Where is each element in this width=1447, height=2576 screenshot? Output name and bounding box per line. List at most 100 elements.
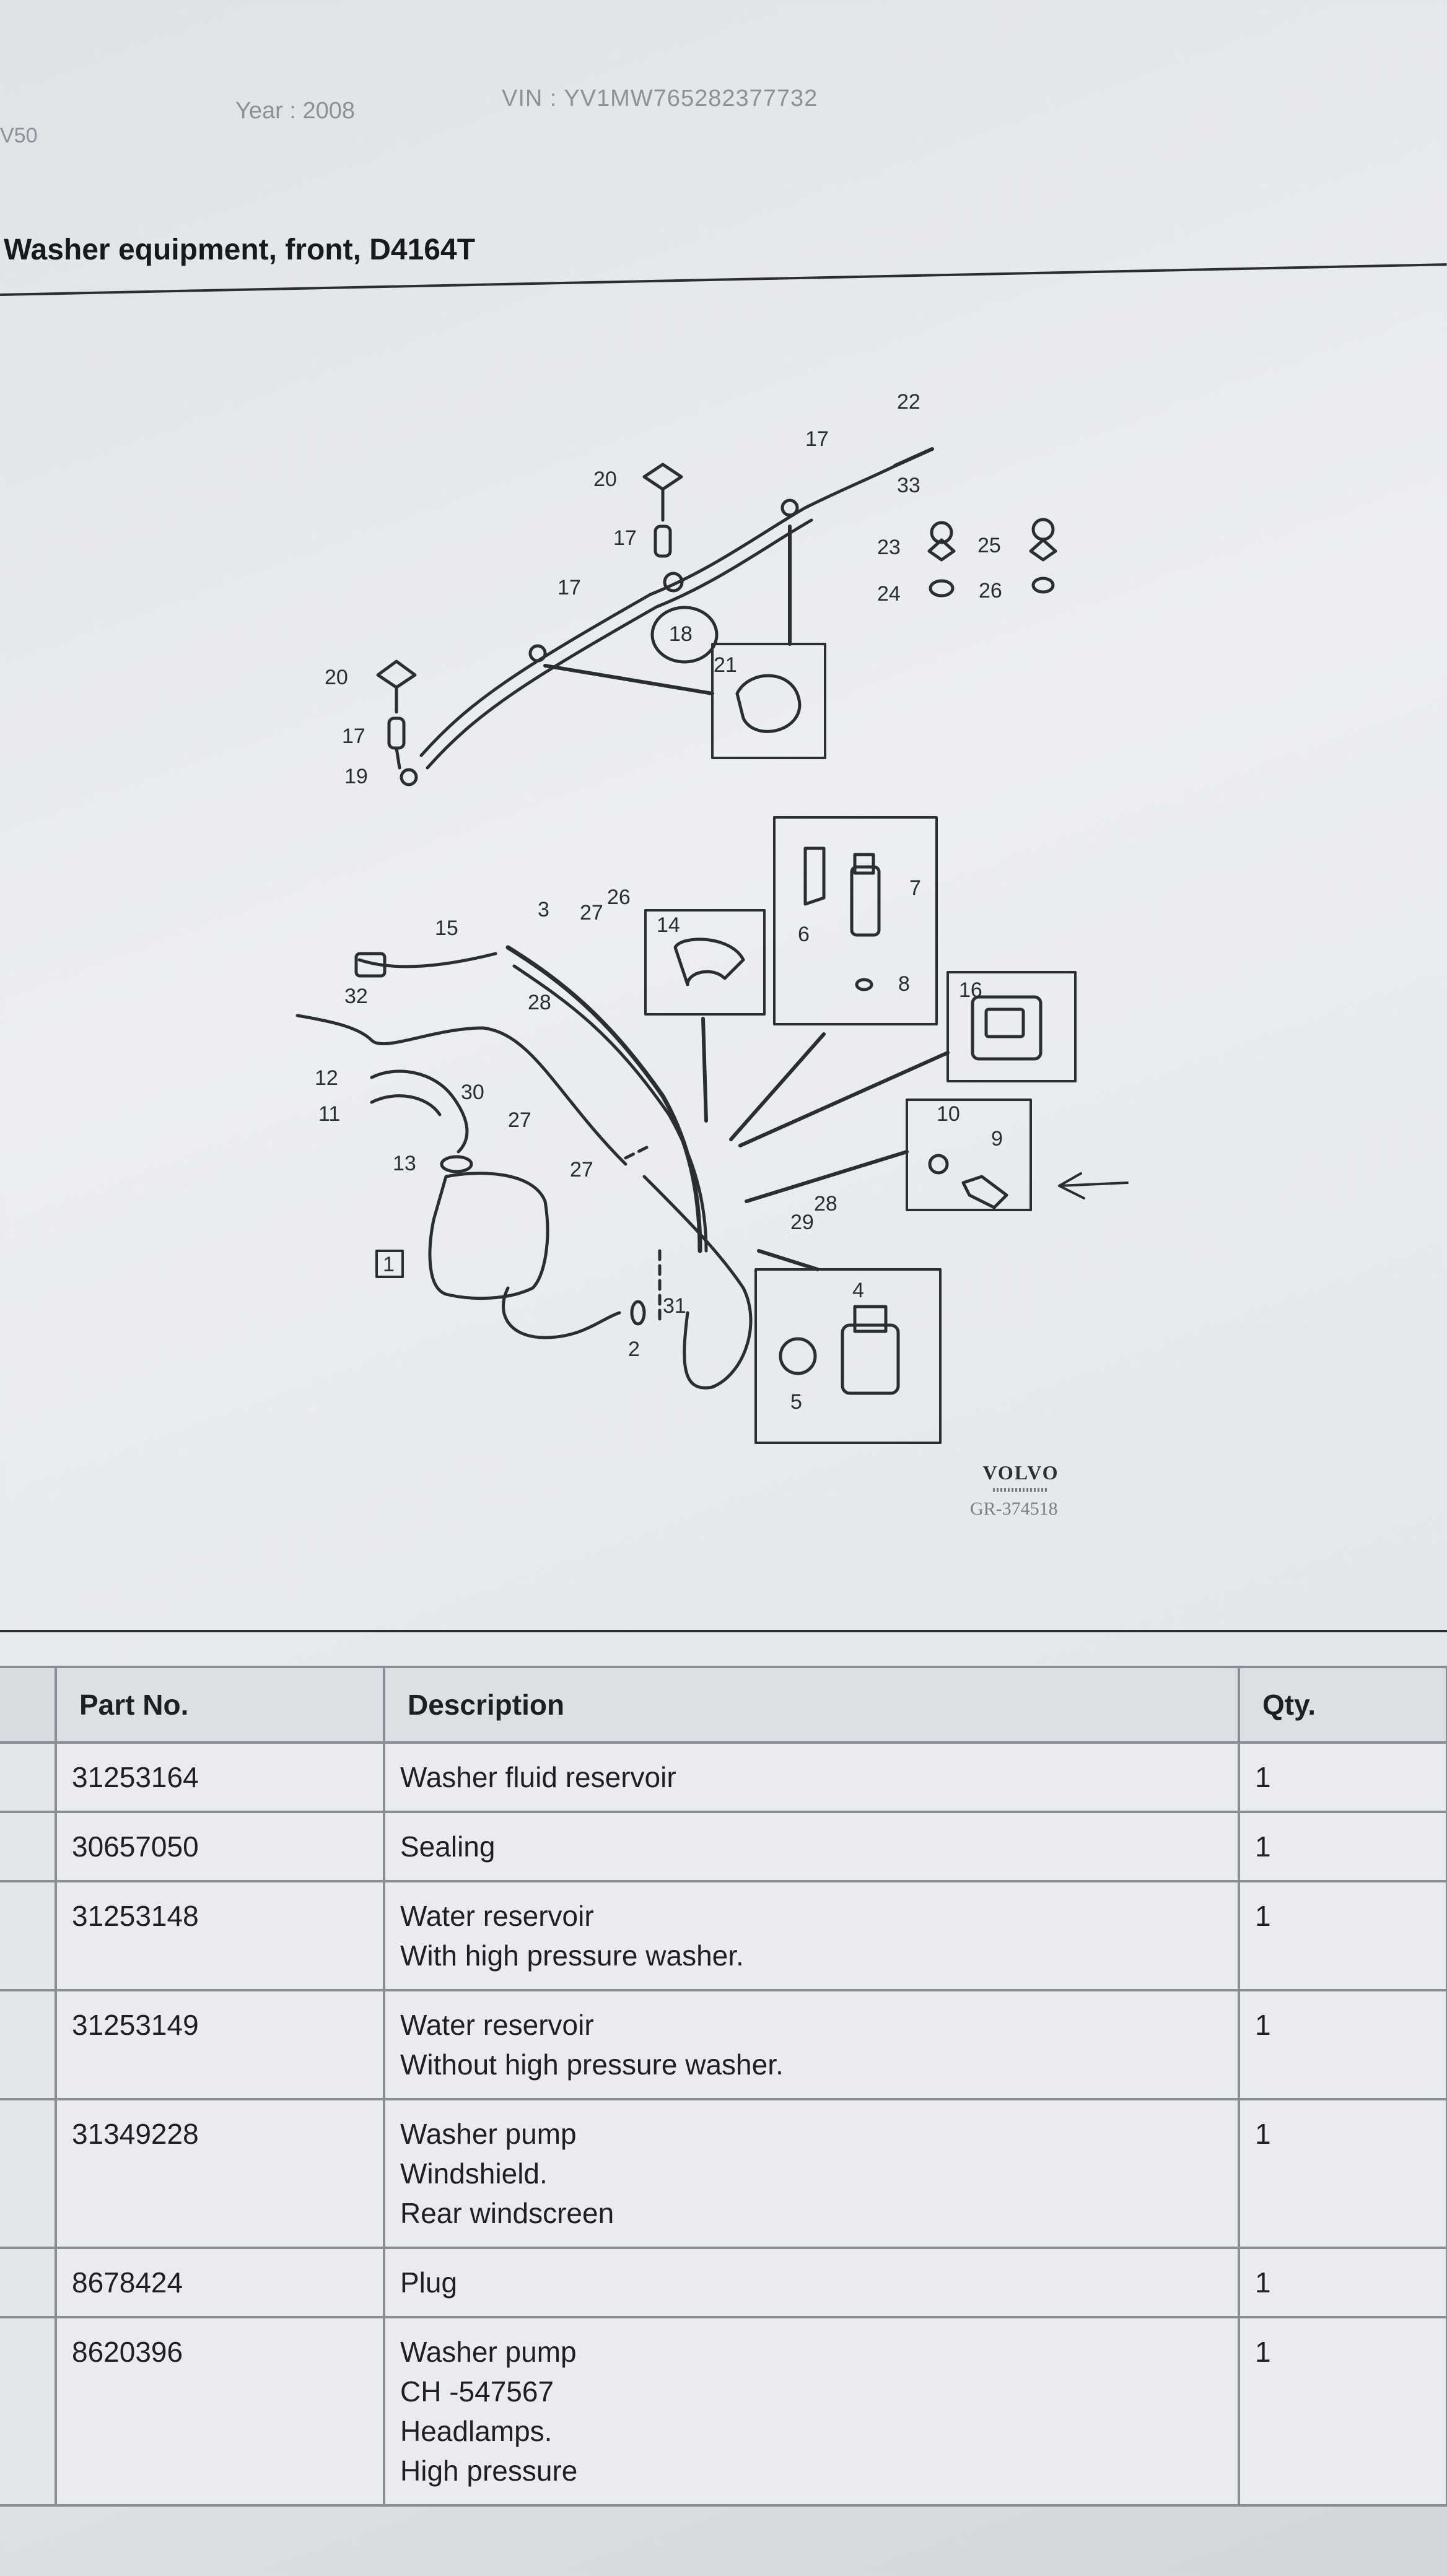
- diagram-label: 6: [798, 923, 810, 946]
- diagram-label: 20: [593, 468, 617, 491]
- header-description: Description: [383, 1666, 1240, 1744]
- diagram-label: 32: [344, 985, 368, 1008]
- diagram-label: 21: [714, 653, 737, 677]
- description-line: Washer fluid reservoir: [400, 1761, 676, 1793]
- description-line: Water reservoir: [400, 2009, 594, 2041]
- description-line: Headlamps.: [400, 2415, 553, 2447]
- quantity-cell: 1: [1238, 1811, 1447, 1882]
- diagram-label: 14: [657, 913, 680, 937]
- diagram-label: 23: [877, 536, 901, 559]
- diagram-label: 11: [318, 1102, 340, 1126]
- diagram-label: 1: [383, 1253, 395, 1276]
- diagram-label: 20: [325, 666, 348, 689]
- model-label: V50: [0, 124, 38, 147]
- description-line: Windshield.: [400, 2157, 548, 2190]
- row-spacer: [0, 1741, 57, 1813]
- description-line: Washer pump: [400, 2336, 577, 2368]
- washer-reservoir: [428, 1172, 549, 1300]
- logo-subline: [993, 1488, 1049, 1492]
- part-number-cell: 30657050: [55, 1811, 385, 1882]
- part-number-cell: 8678424: [55, 2247, 385, 2318]
- diagram-label: 27: [570, 1158, 593, 1181]
- diagram-label: 27: [580, 901, 603, 925]
- description-cell: Sealing: [383, 1811, 1240, 1882]
- quantity-cell: 1: [1238, 2098, 1447, 2249]
- diagram-label: 9: [991, 1127, 1003, 1151]
- diagram-label: 29: [790, 1211, 814, 1234]
- diagram-label: 24: [877, 582, 901, 606]
- table-row: 31253164 Washer fluid reservoir 1: [0, 1741, 1447, 1813]
- reservoir-tube: [505, 945, 702, 1253]
- part-number-cell: 31253164: [55, 1741, 385, 1813]
- diagram-label: 13: [393, 1152, 416, 1175]
- quantity-cell: 1: [1238, 2247, 1447, 2318]
- description-cell: Washer fluid reservoir: [383, 1741, 1240, 1813]
- diagram-label: 26: [607, 886, 631, 909]
- diagram-label: 10: [937, 1102, 960, 1126]
- description-line: Without high pressure washer.: [400, 2048, 784, 2081]
- washer-nozzle-right: [642, 463, 683, 491]
- part-number-cell: 31349228: [55, 2098, 385, 2249]
- diagram-label: 17: [613, 526, 637, 550]
- diagram-label: 15: [435, 916, 458, 940]
- diagram-label: 26: [979, 579, 1002, 603]
- description-line: High pressure: [400, 2455, 578, 2487]
- diagram-label: 27: [508, 1108, 531, 1132]
- diagram-label: 16: [959, 978, 982, 1002]
- diagram-label: 28: [814, 1192, 837, 1216]
- washer-hose-upper: [419, 463, 900, 757]
- exploded-parts-diagram: 1 2 3 4 5 6 7 8 9 10 11 12 13 14 15 16 1…: [295, 390, 1129, 1444]
- description-line: Washer pump: [400, 2118, 577, 2150]
- diagram-label: 33: [897, 474, 920, 497]
- quantity-cell: 1: [1238, 2316, 1447, 2507]
- description-line: Water reservoir: [400, 1900, 594, 1932]
- brand-wordmark: VOLVO: [982, 1461, 1059, 1484]
- diagram-label: 5: [790, 1390, 802, 1414]
- page-title: Washer equipment, front, D4164T: [4, 233, 476, 266]
- table-header-row: Part No. Description Qty.: [0, 1666, 1447, 1744]
- description-line: With high pressure washer.: [400, 1939, 744, 1972]
- diagram-label: 19: [344, 765, 368, 788]
- diagram-label: 12: [315, 1066, 338, 1090]
- diagram-label: 30: [461, 1081, 484, 1104]
- diagram-label: 17: [557, 576, 581, 599]
- diagram-label: 17: [805, 427, 829, 451]
- diagram-label: 7: [909, 876, 921, 900]
- quantity-cell: 1: [1238, 1741, 1447, 1813]
- diagram-label: 4: [852, 1279, 864, 1302]
- diagram-label: 25: [977, 534, 1001, 557]
- diagram-label: 8: [898, 972, 910, 996]
- row-spacer: [0, 2098, 57, 2249]
- part-number-cell: 31253148: [55, 1880, 385, 1991]
- diagram-reference: GR-374518: [970, 1499, 1058, 1519]
- top-divider: [0, 263, 1447, 296]
- table-row: 30657050 Sealing 1: [0, 1811, 1447, 1882]
- year-label: Year : 2008: [235, 98, 355, 124]
- header-part-no: Part No.: [55, 1666, 385, 1744]
- row-spacer: [0, 2316, 57, 2507]
- washer-nozzle-left: [376, 659, 417, 689]
- row-spacer: [0, 2247, 57, 2318]
- diagram-label: 28: [528, 991, 551, 1014]
- quantity-cell: 1: [1238, 1989, 1447, 2100]
- quantity-cell: 1: [1238, 1880, 1447, 1991]
- description-line: CH -547567: [400, 2375, 554, 2408]
- row-spacer: [0, 1880, 57, 1991]
- diagram-label: 31: [663, 1294, 686, 1318]
- part-number-cell: 8620396: [55, 2316, 385, 2507]
- diagram-label: 18: [669, 622, 693, 646]
- description-line: Sealing: [400, 1830, 496, 1863]
- row-spacer: [0, 1989, 57, 2100]
- header-qty: Qty.: [1238, 1666, 1447, 1744]
